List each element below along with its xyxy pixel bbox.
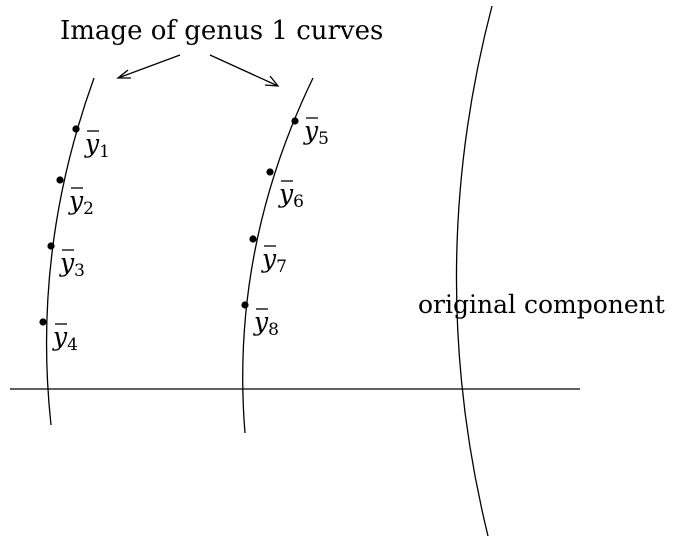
point-marker-6 bbox=[266, 168, 274, 176]
point-label-7: y7 bbox=[261, 244, 287, 277]
point-marker-5 bbox=[291, 117, 299, 125]
left-genus-curve bbox=[45, 77, 95, 426]
point-label-2: y2 bbox=[68, 186, 94, 219]
point-label-3: y3 bbox=[59, 248, 85, 281]
point-label-8: y8 bbox=[253, 307, 279, 340]
point-label-6: y6 bbox=[278, 179, 304, 212]
point-marker-8 bbox=[241, 301, 249, 309]
original-component-curve bbox=[455, 5, 493, 537]
point-marker-3 bbox=[47, 242, 55, 250]
arrow-right bbox=[209, 54, 280, 87]
point-label-1: y1 bbox=[84, 129, 110, 162]
diagram-title: Image of genus 1 curves bbox=[60, 16, 383, 46]
point-marker-1 bbox=[72, 125, 80, 133]
point-marker-4 bbox=[39, 318, 47, 326]
point-label-5: y5 bbox=[303, 116, 329, 149]
point-label-4: y4 bbox=[52, 322, 78, 355]
point-marker-7 bbox=[249, 235, 257, 243]
right-genus-curve bbox=[242, 77, 314, 434]
point-group: y1 y2 y3 y4 y5 y6 y7 y8 bbox=[39, 116, 329, 355]
original-component-label: original component bbox=[418, 290, 665, 319]
arrow-left bbox=[116, 54, 181, 79]
point-marker-2 bbox=[56, 176, 64, 184]
